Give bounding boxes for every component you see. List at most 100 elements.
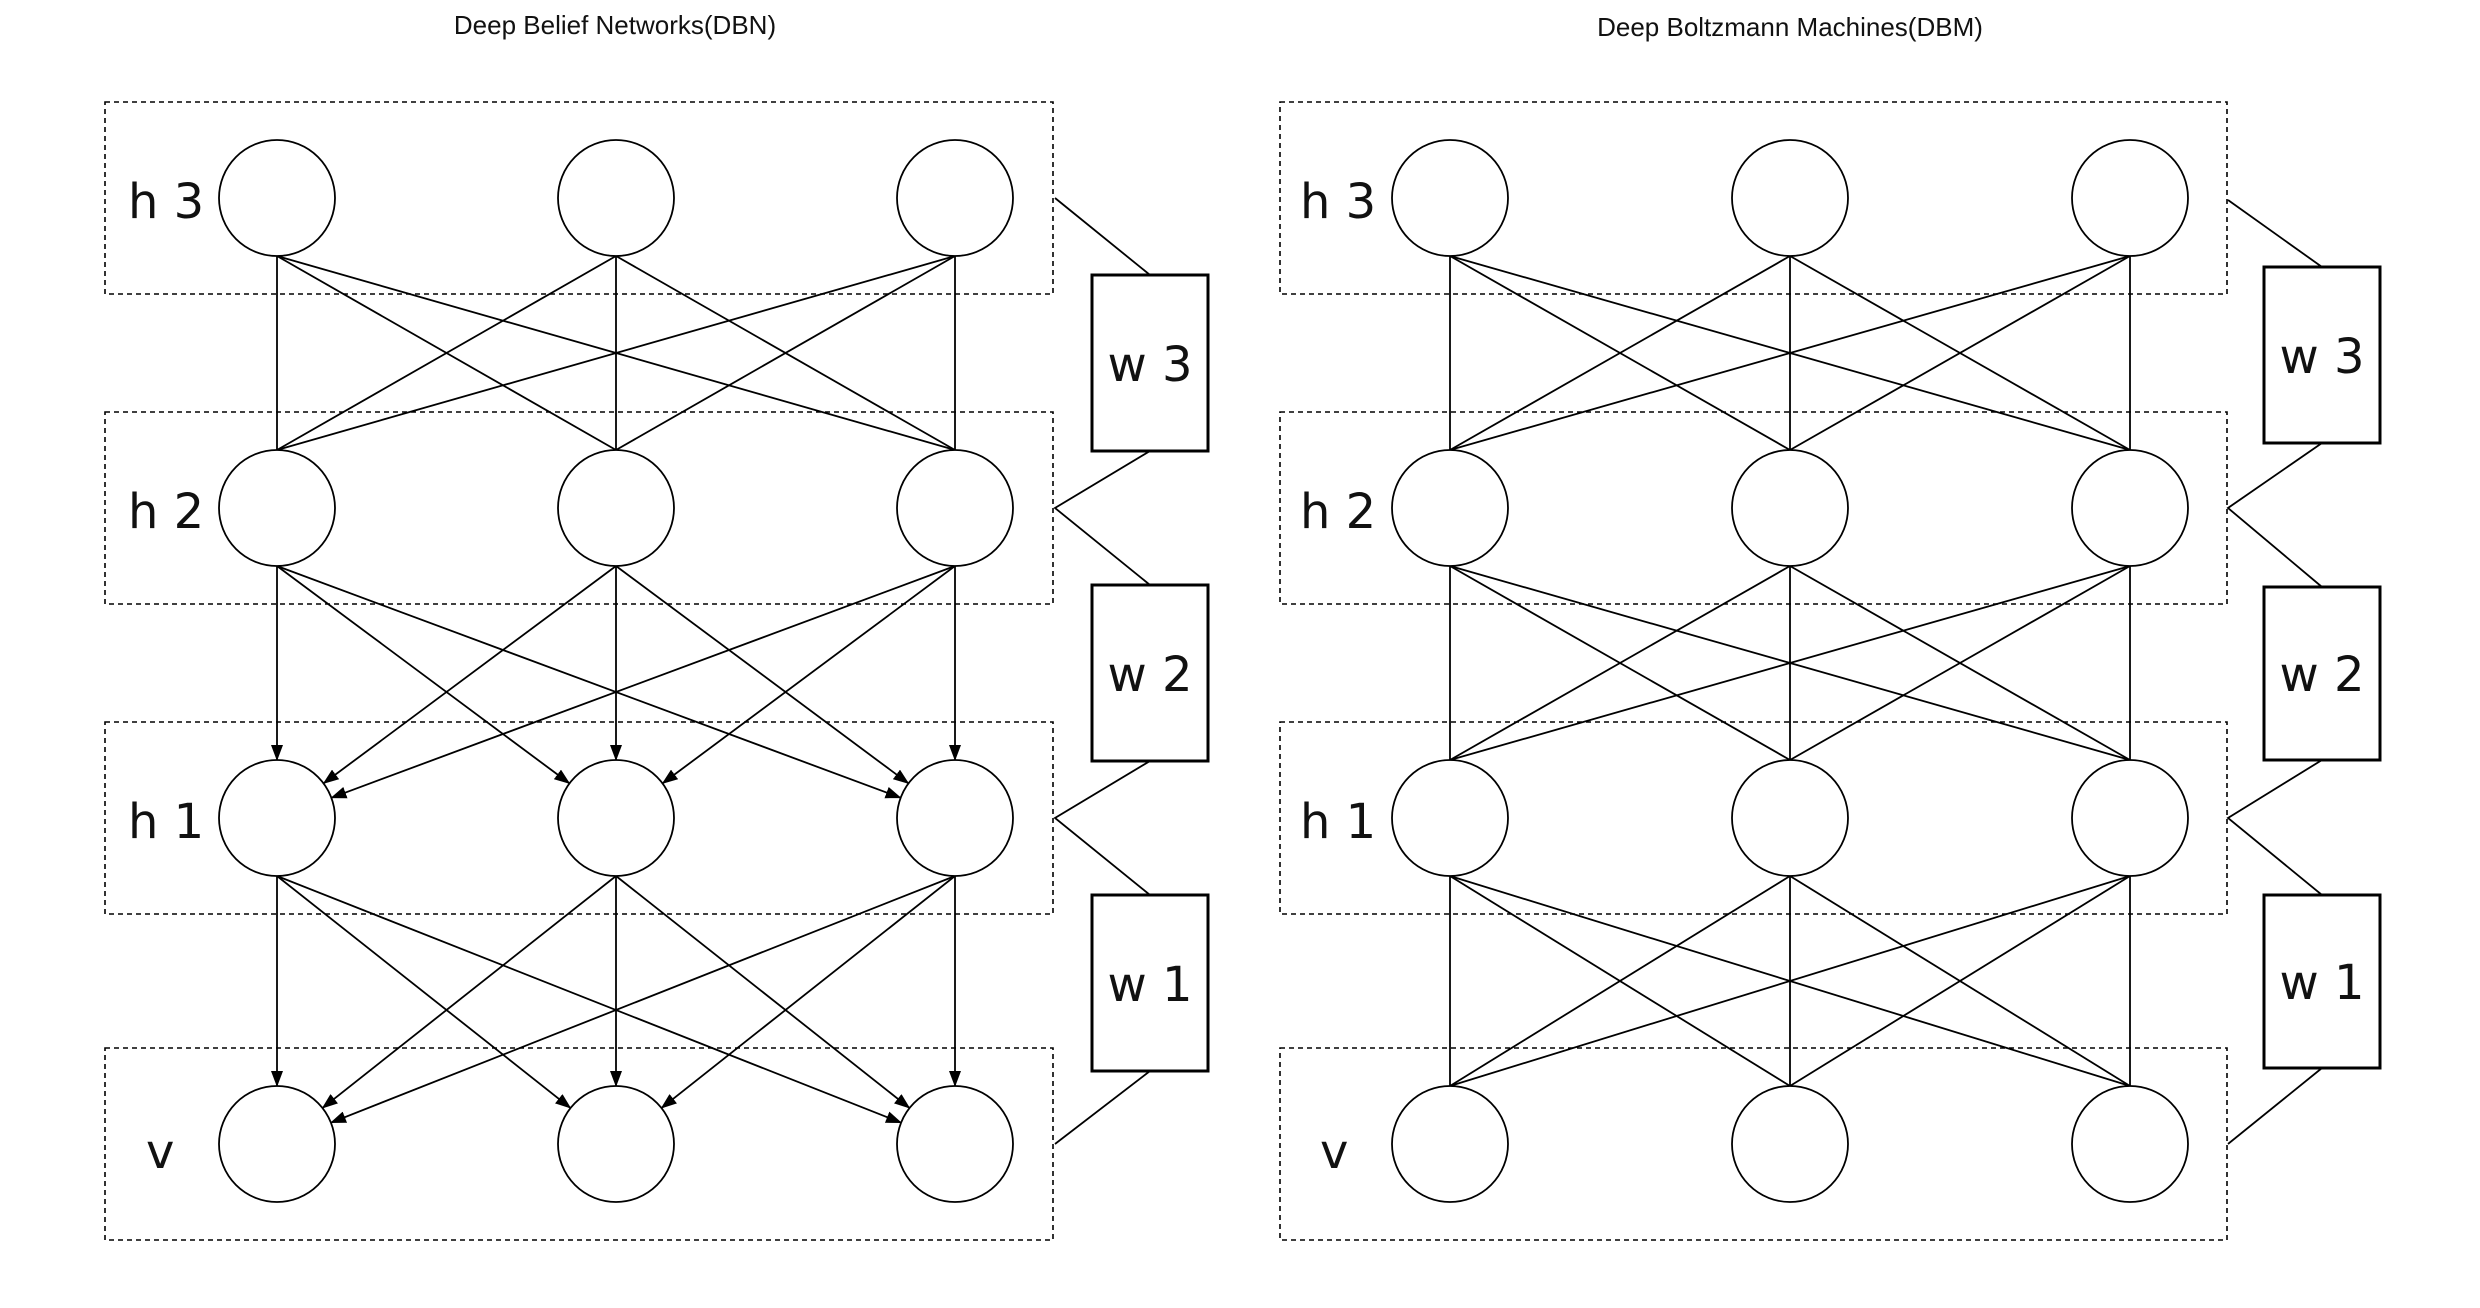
dbm-layer-label-h2: h 2	[1300, 484, 1376, 540]
dbn-weight-label-w2: w 2	[1107, 647, 1192, 703]
dbm-layer-box-h3	[1279, 101, 2228, 295]
dbn-weight-box-w1	[1090, 893, 1210, 1073]
dbn-w2-w1-connector	[1053, 760, 1151, 896]
dbm-edge-h2-2-to-h1-1	[1449, 565, 1791, 761]
dbn-node-h1-2	[557, 759, 675, 877]
dbn-layer-label-v: v	[146, 1124, 174, 1180]
dbm-node-h1-1	[1391, 759, 1509, 877]
dbn-weight-label-w3: w 3	[1107, 337, 1192, 393]
dbm-node-h3-1	[1391, 139, 1509, 257]
dbn-layer-label-h3: h 3	[128, 174, 204, 230]
dbm-node-v-1	[1391, 1085, 1509, 1203]
dbn-panel: h 3 h 2 h 1 v w 3 w 2 w 1	[104, 101, 1210, 1241]
dbm-layer-labels: h 3 h 2 h 1 v	[1300, 174, 1376, 1180]
dbn-edge-h2-2-to-h1-1	[322, 565, 617, 785]
dbm-layer-box-h2	[1279, 411, 2228, 605]
dbm-node-v-2	[1731, 1085, 1849, 1203]
dbn-layer-label-h2: h 2	[128, 484, 204, 540]
dbm-title: Deep Boltzmann Machines(DBM)	[1597, 12, 1983, 42]
dbn-layer-boxes	[104, 101, 1054, 1241]
dbm-edge-h3-3-to-h2-1	[1449, 255, 2131, 451]
dbm-edge-h3-3-to-h2-2	[1789, 255, 2131, 451]
dbm-layer-label-h1: h 1	[1300, 794, 1376, 850]
dbm-edge-h1-2-to-v-1	[1449, 875, 1791, 1087]
dbn-layer-box-v	[104, 1047, 1054, 1241]
dbn-layer-labels: h 3 h 2 h 1 v	[128, 174, 204, 1180]
dbm-node-h1-3	[2071, 759, 2189, 877]
dbm-edge-h3-2-to-h2-1	[1449, 255, 1791, 451]
dbn-title: Deep Belief Networks(DBN)	[454, 10, 776, 40]
dbn-weight-label-w1: w 1	[1107, 957, 1192, 1013]
dbm-weight-label-w2: w 2	[2279, 647, 2364, 703]
dbn-edge-h1-1-to-v-2	[276, 875, 572, 1109]
dbm-weight-box-w3	[2262, 265, 2382, 445]
dbm-layer-box-h1	[1279, 721, 2228, 915]
dbn-edge-h3-3-to-h2-1	[276, 255, 956, 451]
dbn-node-h2-2	[557, 449, 675, 567]
dbm-nodes	[1391, 139, 2189, 1203]
dbn-nodes	[218, 139, 1014, 1203]
dbn-layer-box-h2	[104, 411, 1054, 605]
dbm-weight-label-w3: w 3	[2279, 329, 2364, 385]
dbm-w1-connector	[2227, 1067, 2323, 1145]
dbm-node-h2-2	[1731, 449, 1849, 567]
dbm-edges	[1449, 255, 2131, 1087]
dbm-weight-label-w1: w 1	[2279, 955, 2364, 1011]
dbm-layer-label-v: v	[1320, 1124, 1348, 1180]
dbm-node-h2-1	[1391, 449, 1509, 567]
dbm-node-h3-3	[2071, 139, 2189, 257]
dbn-node-h3-1	[218, 139, 336, 257]
dbn-weight-box-w3	[1090, 273, 1210, 453]
dbm-edge-h1-3-to-v-2	[1789, 875, 2131, 1087]
dbn-edge-h1-2-to-v-1	[321, 875, 617, 1109]
dbn-edge-h3-3-to-h2-2	[615, 255, 956, 451]
dbn-edge-h2-3-to-h1-2	[661, 565, 956, 785]
dbm-layer-box-v	[1279, 1047, 2228, 1241]
dbm-edge-h2-3-to-h1-2	[1789, 565, 2131, 761]
dbn-node-h1-3	[896, 759, 1014, 877]
dbm-node-h2-3	[2071, 449, 2189, 567]
dbn-edge-h3-2-to-h2-1	[276, 255, 617, 451]
dbn-layer-box-h1	[104, 721, 1054, 915]
dbn-edge-h1-2-to-v-3	[615, 875, 911, 1109]
dbn-edge-h1-3-to-v-1	[330, 875, 956, 1124]
dbn-w3-w2-connector	[1053, 450, 1151, 586]
dbn-node-h2-1	[218, 449, 336, 567]
dbn-node-v-2	[557, 1085, 675, 1203]
dbm-weight-boxes: w 3 w 2 w 1	[2262, 265, 2382, 1070]
dbn-edge-h2-3-to-h1-1	[330, 565, 956, 799]
dbn-node-h3-2	[557, 139, 675, 257]
dbn-node-h1-1	[218, 759, 336, 877]
dbm-node-v-3	[2071, 1085, 2189, 1203]
dbn-node-v-1	[218, 1085, 336, 1203]
dbn-layer-box-h3	[104, 101, 1054, 295]
dbn-edge-h1-1-to-v-3	[276, 875, 902, 1124]
dbm-edge-h1-3-to-v-1	[1449, 875, 2131, 1087]
dbm-w2-w1-connector	[2226, 759, 2323, 896]
dbm-panel: h 3 h 2 h 1 v w 3 w 2 w 1	[1279, 101, 2382, 1241]
dbn-edge-h2-1-to-h1-2	[276, 565, 571, 785]
dbn-edge-h2-2-to-h1-3	[615, 565, 910, 785]
dbm-node-h1-2	[1731, 759, 1849, 877]
dbm-layer-boxes	[1279, 101, 2228, 1241]
dbn-w1-connector	[1054, 1070, 1151, 1145]
dbm-edge-h2-3-to-h1-1	[1449, 565, 2131, 761]
dbn-node-v-3	[896, 1085, 1014, 1203]
dbm-w3-connector	[2227, 199, 2323, 268]
dbn-weight-box-w2	[1090, 583, 1210, 763]
dbn-layer-label-h1: h 1	[128, 794, 204, 850]
dbn-edge-h1-3-to-v-2	[660, 875, 956, 1109]
dbn-edges	[271, 255, 961, 1124]
dbm-layer-label-h3: h 3	[1300, 174, 1376, 230]
dbm-weight-box-w2	[2262, 585, 2382, 762]
dbn-weight-boxes: w 3 w 2 w 1	[1090, 273, 1210, 1073]
dbm-weight-box-w1	[2262, 893, 2382, 1070]
dbn-node-h3-3	[896, 139, 1014, 257]
dbn-w3-connector	[1054, 197, 1151, 277]
dbn-edge-h2-1-to-h1-3	[276, 565, 902, 799]
dbm-node-h3-2	[1731, 139, 1849, 257]
dbm-w3-w2-connector	[2226, 442, 2323, 588]
dbm-weight-connectors	[2226, 199, 2323, 1145]
dbn-node-h2-3	[896, 449, 1014, 567]
